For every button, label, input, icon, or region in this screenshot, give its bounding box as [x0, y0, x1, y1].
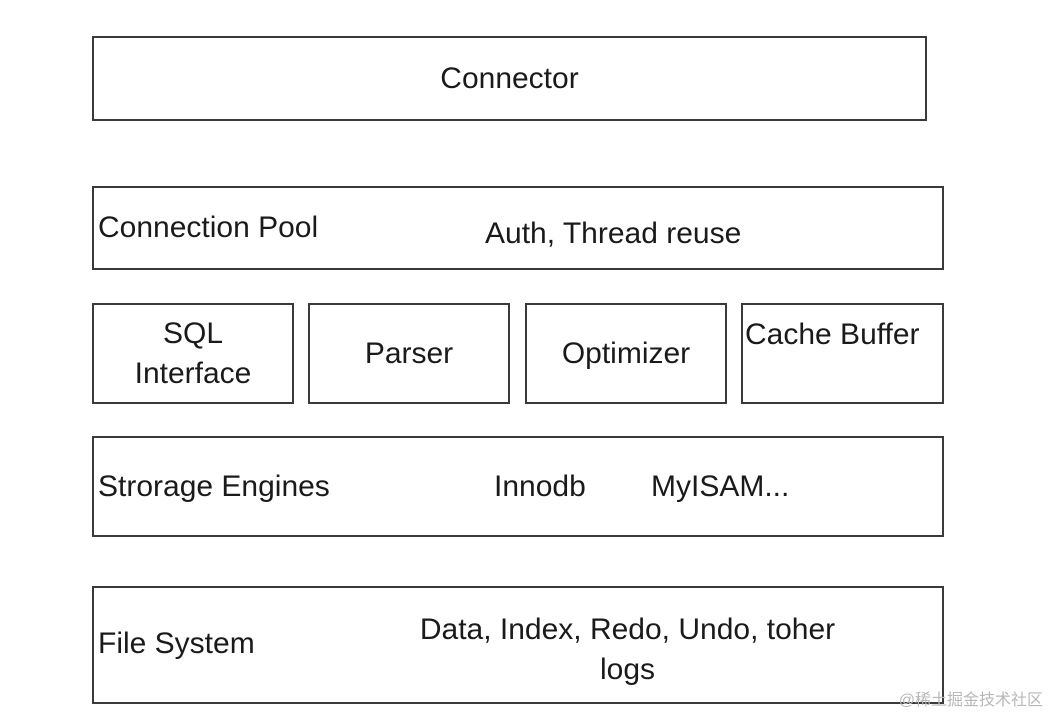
- connection-pool-detail: Auth, Thread reuse: [485, 217, 742, 250]
- connector-label: Connector: [440, 61, 579, 95]
- file-system-box: File System Data, Index, Redo, Undo, toh…: [92, 586, 944, 704]
- sql-interface-box: SQL Interface: [92, 303, 294, 404]
- watermark-text: @稀土掘金技术社区: [898, 692, 1043, 709]
- cache-buffer-label: Cache Buffer: [745, 318, 920, 351]
- file-system-label: File System: [98, 627, 255, 660]
- optimizer-label: Optimizer: [561, 336, 691, 370]
- storage-engines-box: Strorage Engines Innodb MyISAM...: [92, 436, 944, 537]
- connection-pool-label: Connection Pool: [98, 211, 319, 244]
- connector-box: Connector: [92, 36, 927, 121]
- optimizer-box: Optimizer: [525, 303, 727, 404]
- parser-box: Parser: [308, 303, 510, 404]
- engine-myisam: MyISAM...: [651, 470, 790, 503]
- cache-buffer-box: Cache Buffer: [741, 303, 944, 404]
- sql-interface-label: SQL Interface: [134, 316, 252, 390]
- file-system-detail: Data, Index, Redo, Undo, toher logs: [419, 613, 836, 686]
- file-system-detail-wrap: Data, Index, Redo, Undo, toher logs: [384, 610, 871, 690]
- storage-engines-label: Strorage Engines: [98, 470, 330, 503]
- engine-innodb: Innodb: [494, 470, 586, 503]
- parser-label: Parser: [364, 336, 454, 370]
- connection-pool-box: Connection Pool Auth, Thread reuse: [92, 186, 944, 270]
